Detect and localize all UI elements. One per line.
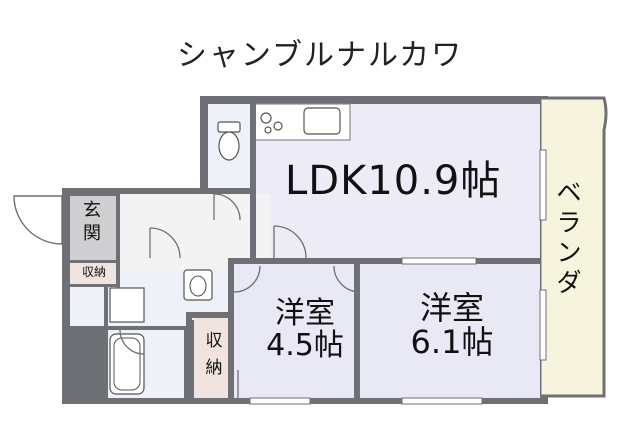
western-room-1-floor xyxy=(232,264,354,398)
hallway-lower xyxy=(120,258,228,270)
door-swing xyxy=(233,265,261,293)
storage-char: 納 xyxy=(205,358,223,379)
window xyxy=(539,149,547,221)
basin-bowl-icon xyxy=(189,275,207,297)
hallway-floor xyxy=(120,194,270,258)
ldk-label: LDK10.9帖 xyxy=(285,158,502,204)
kitchen-sink-icon xyxy=(303,107,341,135)
toilet-tank-icon xyxy=(217,121,241,133)
window xyxy=(539,289,547,361)
room-size: 6.1帖 xyxy=(410,322,494,361)
window xyxy=(249,397,311,405)
entrance-label: 玄 関 xyxy=(79,200,105,245)
western-room-2-label: 洋室 6.1帖 xyxy=(392,289,512,361)
room-type: 洋室 xyxy=(275,296,335,331)
western-room-1-label: 洋室 4.5帖 xyxy=(250,298,360,361)
door-swing xyxy=(273,225,307,259)
toilet-bowl-icon xyxy=(218,131,240,161)
small-storage-label: 収納 xyxy=(81,265,106,279)
balcony-char: ダ xyxy=(556,268,582,297)
washing-machine-icon xyxy=(109,287,145,323)
entrance-floor xyxy=(70,196,116,260)
balcony-char: ラ xyxy=(556,208,582,237)
balcony-area xyxy=(538,96,608,398)
washbasin-icon xyxy=(183,269,213,301)
balcony-char: ベ xyxy=(556,178,582,207)
balcony-char: ン xyxy=(556,238,582,267)
door-swing xyxy=(119,329,145,355)
western-room-2-floor xyxy=(360,264,540,398)
window xyxy=(401,397,483,405)
tall-storage-label: 収 納 xyxy=(201,328,227,382)
balcony-label: ベ ラ ン ダ xyxy=(552,178,586,298)
room-type: 洋室 xyxy=(419,289,484,327)
small-storage xyxy=(70,262,116,284)
entrance-door xyxy=(13,195,63,245)
stove-burner-icon xyxy=(273,121,283,131)
bathtub-icon xyxy=(109,333,145,395)
door-swing xyxy=(333,265,361,293)
door-swing xyxy=(149,227,181,259)
building-name: シャンブルナルカワ xyxy=(176,38,464,73)
window xyxy=(401,257,477,265)
storage-char: 収 xyxy=(205,331,223,351)
entrance-char: 関 xyxy=(83,222,101,244)
room-size: 4.5帖 xyxy=(266,327,344,363)
stove-burner-icon xyxy=(264,126,272,134)
entrance-char: 玄 xyxy=(83,200,101,221)
bathtub-inner-icon xyxy=(113,337,141,391)
door-swing xyxy=(213,193,241,221)
stove-burner-icon xyxy=(260,112,272,124)
